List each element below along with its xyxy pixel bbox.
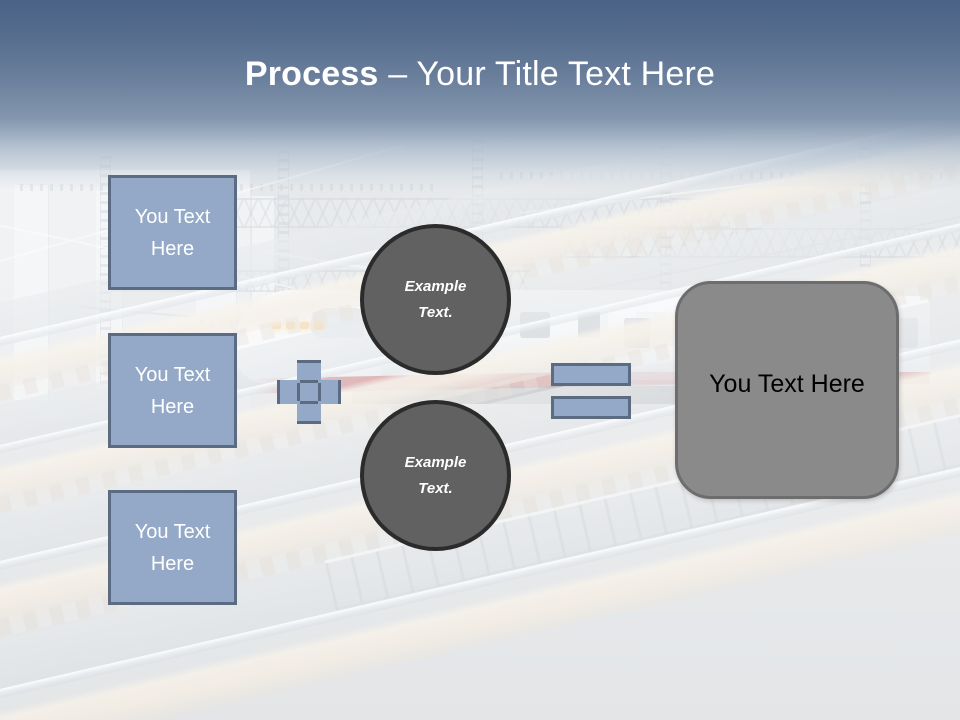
input-box-2-label: You Text Here (134, 363, 211, 418)
input-box-2[interactable]: You Text Here (108, 333, 237, 448)
example-circle-1[interactable]: Example Text. (360, 224, 511, 375)
plus-icon-edge (300, 380, 318, 383)
example-circle-1-line1: Example (404, 277, 467, 295)
plus-icon-core (300, 383, 318, 401)
equals-icon-bottom-bar (551, 396, 631, 419)
input-box-3[interactable]: You Text Here (108, 490, 237, 605)
example-circle-1-label: Example Text. (405, 274, 467, 326)
title-band (0, 0, 960, 190)
result-box-label: You Text Here (709, 369, 865, 398)
plus-icon-edge (318, 383, 321, 401)
plus-icon[interactable] (277, 360, 341, 424)
input-box-1-label: You Text Here (134, 205, 211, 260)
page-title-separator: – (378, 55, 417, 93)
equals-icon[interactable] (551, 363, 631, 419)
plus-icon-edge (297, 383, 300, 401)
page-title-rest: Your Title Text Here (416, 55, 716, 93)
input-box-3-label: You Text Here (134, 520, 211, 575)
result-box[interactable]: You Text Here (675, 281, 899, 499)
example-circle-2-label: Example Text. (405, 450, 467, 502)
plus-icon-edge (300, 401, 318, 404)
example-circle-2-line2: Text. (418, 479, 453, 497)
example-circle-2-line1: Example (404, 453, 467, 471)
example-circle-2[interactable]: Example Text. (360, 400, 511, 551)
page-title: Process – Your Title Text Here (0, 52, 960, 96)
equals-icon-top-bar (551, 363, 631, 386)
example-circle-1-line2: Text. (418, 303, 453, 321)
page-title-bold: Process (244, 55, 379, 93)
input-box-1[interactable]: You Text Here (108, 175, 237, 290)
